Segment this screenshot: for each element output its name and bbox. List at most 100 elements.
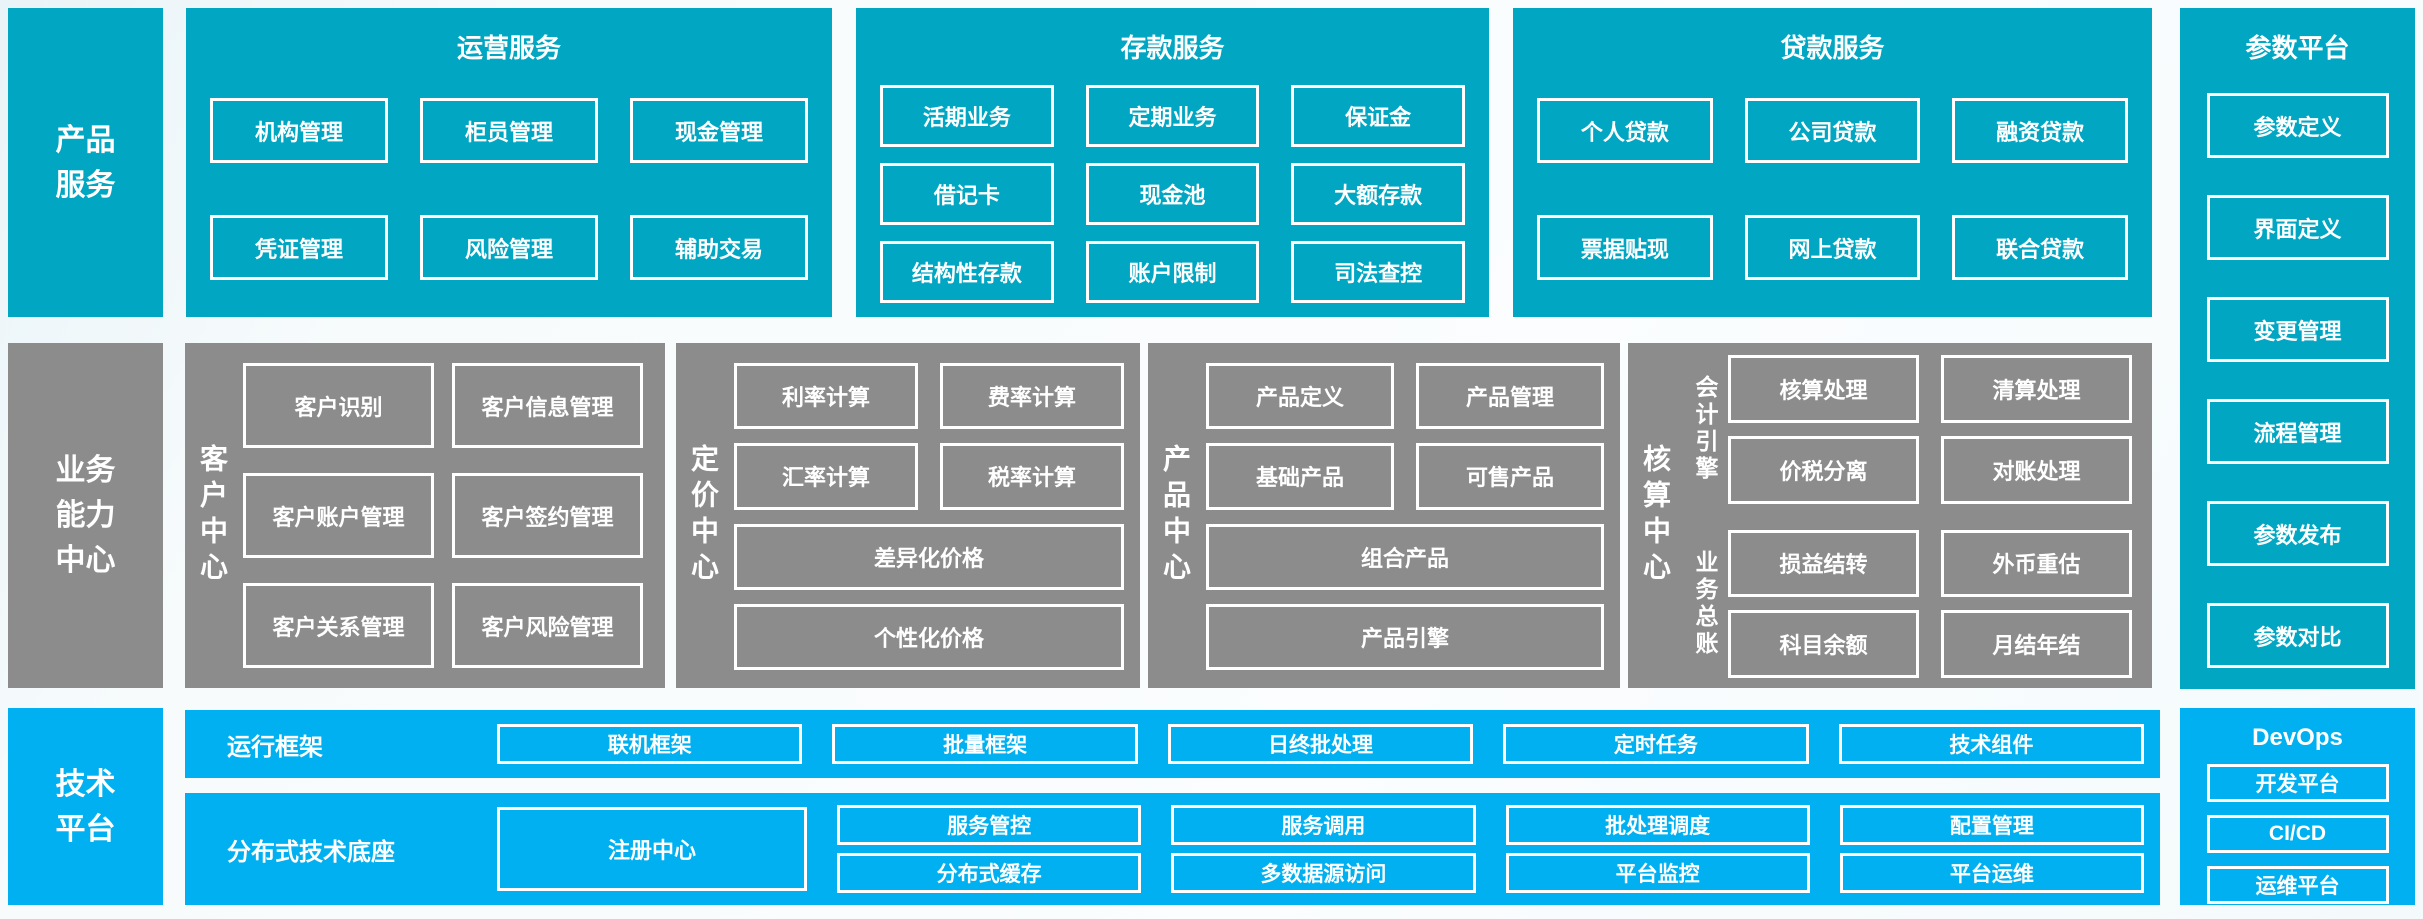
tech-box: 定时任务 <box>1503 724 1809 764</box>
service-box: 柜员管理 <box>420 98 598 163</box>
service-box: 个人贷款 <box>1537 98 1713 163</box>
tech-box: 日终批处理 <box>1167 724 1474 764</box>
capability-box: 基础产品 <box>1206 443 1394 510</box>
group-items: 机构管理 柜员管理 现金管理 凭证管理 风险管理 辅助交易 <box>186 98 832 280</box>
capability-box: 客户风险管理 <box>452 583 643 668</box>
rail-product-services: 产品 服务 <box>8 8 163 317</box>
service-box: 大额存款 <box>1291 163 1465 225</box>
service-box: 公司贷款 <box>1744 98 1921 163</box>
center-product: 产品中心 产品定义 产品管理 基础产品 可售产品 组合产品 产品引擎 <box>1148 343 1620 688</box>
capability-box: 税率计算 <box>940 443 1124 510</box>
center-items: 客户识别 客户信息管理 客户账户管理 客户签约管理 客户关系管理 客户风险管理 <box>239 343 665 688</box>
group-title: 参数平台 <box>2245 33 2350 63</box>
capability-box: 客户信息管理 <box>452 363 643 448</box>
capability-box: 产品管理 <box>1416 363 1604 430</box>
service-box: 活期业务 <box>880 85 1054 147</box>
capability-box-wide: 产品引擎 <box>1206 603 1604 670</box>
rail-tech-platform: 技术 平台 <box>8 708 163 905</box>
subgroup-accounting-engine: 会计引擎 核算处理 清算处理 价税分离 对账处理 <box>1682 355 2132 504</box>
subgroup-title: 会计引擎 <box>1692 375 1718 484</box>
tech-box: 平台运维 <box>1839 853 2144 893</box>
rail-business-capability-center: 业务 能力 中心 <box>8 343 163 688</box>
row-title: 运行框架 <box>227 733 323 761</box>
group-devops: DevOps 开发平台 CI/CD 运维平台 <box>2180 708 2415 905</box>
capability-box-wide: 组合产品 <box>1206 523 1604 590</box>
capability-box: 费率计算 <box>940 363 1124 430</box>
subgroup-items: 损益结转 外币重估 科目余额 月结年结 <box>1728 529 2132 678</box>
group-items: 活期业务 定期业务 保证金 借记卡 现金池 大额存款 结构性存款 账户限制 司法… <box>856 85 1489 303</box>
row-runtime-framework: 运行框架 联机框架 批量框架 日终批处理 定时任务 技术组件 <box>185 710 2160 778</box>
center-items: 会计引擎 核算处理 清算处理 价税分离 对账处理 业务总账 损益结转 外币重估 … <box>1682 343 2152 688</box>
center-accounting: 核算中心 会计引擎 核算处理 清算处理 价税分离 对账处理 业务总账 损益结转 … <box>1628 343 2152 688</box>
capability-box: 汇率计算 <box>734 443 918 510</box>
tech-box: 批量框架 <box>832 724 1138 764</box>
group-title: 存款服务 <box>1120 33 1225 63</box>
center-title: 定价中心 <box>688 443 719 588</box>
service-box: 参数定义 <box>2206 93 2389 158</box>
capability-box: 清算处理 <box>1941 355 2132 423</box>
row-items: 服务管控 服务调用 批处理调度 配置管理 分布式缓存 多数据源访问 平台监控 平… <box>837 805 2144 893</box>
capability-box-wide: 个性化价格 <box>734 603 1124 670</box>
service-box: 保证金 <box>1291 85 1465 147</box>
center-pricing: 定价中心 利率计算 费率计算 汇率计算 税率计算 差异化价格 个性化价格 <box>676 343 1140 688</box>
service-box: 票据贴现 <box>1537 215 1713 280</box>
service-box: 账户限制 <box>1085 241 1260 303</box>
service-box: 机构管理 <box>210 98 388 163</box>
service-box: 网上贷款 <box>1744 215 1921 280</box>
group-deposit-services: 存款服务 活期业务 定期业务 保证金 借记卡 现金池 大额存款 结构性存款 账户… <box>856 8 1489 317</box>
tech-box: 联机框架 <box>497 724 803 764</box>
service-box: 现金管理 <box>630 98 808 163</box>
capability-box: 核算处理 <box>1728 355 1919 423</box>
center-title: 核算中心 <box>1640 443 1671 588</box>
group-title: DevOps <box>2252 724 2343 751</box>
tech-box: 平台监控 <box>1505 853 1810 893</box>
capability-box: 客户关系管理 <box>243 583 434 668</box>
tech-box: 配置管理 <box>1839 805 2144 845</box>
group-title: 运营服务 <box>456 33 561 63</box>
group-operations-services: 运营服务 机构管理 柜员管理 现金管理 凭证管理 风险管理 辅助交易 <box>186 8 832 317</box>
tech-box: 分布式缓存 <box>837 853 1142 893</box>
center-title: 客户中心 <box>197 443 228 588</box>
group-parameter-platform: 参数平台 参数定义 界面定义 变更管理 流程管理 参数发布 参数对比 <box>2180 8 2415 689</box>
service-box: 流程管理 <box>2206 399 2389 464</box>
center-customer: 客户中心 客户识别 客户信息管理 客户账户管理 客户签约管理 客户关系管理 客户… <box>185 343 665 688</box>
capability-box: 客户签约管理 <box>452 473 643 558</box>
subgroup-title: 业务总账 <box>1692 549 1718 658</box>
tech-box: 技术组件 <box>1838 724 2145 764</box>
service-box: 变更管理 <box>2206 297 2389 362</box>
service-box: 定期业务 <box>1085 85 1260 147</box>
tech-box: 服务管控 <box>837 805 1142 845</box>
service-box: 风险管理 <box>420 215 598 280</box>
tech-box: 批处理调度 <box>1505 805 1810 845</box>
capability-box: 客户账户管理 <box>243 473 434 558</box>
service-box: 融资贷款 <box>1952 98 2128 163</box>
capability-box: 利率计算 <box>734 363 918 430</box>
tech-box-registry-center: 注册中心 <box>497 807 807 891</box>
center-title: 产品中心 <box>1160 443 1191 588</box>
tech-box: 多数据源访问 <box>1171 853 1476 893</box>
service-box: 参数对比 <box>2206 603 2389 668</box>
row-distributed-tech-base: 分布式技术底座 注册中心 服务管控 服务调用 批处理调度 配置管理 分布式缓存 … <box>185 793 2160 905</box>
tech-box: 开发平台 <box>2206 764 2389 802</box>
tech-box: 运维平台 <box>2206 866 2389 904</box>
service-box: 现金池 <box>1085 163 1260 225</box>
group-items: 个人贷款 公司贷款 融资贷款 票据贴现 网上贷款 联合贷款 <box>1513 98 2152 280</box>
capability-box: 可售产品 <box>1416 443 1604 510</box>
group-items: 参数定义 界面定义 变更管理 流程管理 参数发布 参数对比 <box>2180 93 2415 668</box>
subgroup-items: 核算处理 清算处理 价税分离 对账处理 <box>1728 355 2132 504</box>
capability-box: 价税分离 <box>1728 435 1919 504</box>
group-loan-services: 贷款服务 个人贷款 公司贷款 融资贷款 票据贴现 网上贷款 联合贷款 <box>1513 8 2152 317</box>
service-box: 参数发布 <box>2206 501 2389 566</box>
group-items: 开发平台 CI/CD 运维平台 <box>2180 764 2415 904</box>
capability-box: 科目余额 <box>1728 610 1919 678</box>
service-box: 司法查控 <box>1291 241 1465 303</box>
capability-box-wide: 差异化价格 <box>734 523 1124 590</box>
capability-box: 外币重估 <box>1941 529 2132 598</box>
service-box: 界面定义 <box>2206 195 2389 260</box>
service-box: 联合贷款 <box>1952 215 2128 280</box>
capability-box: 对账处理 <box>1941 435 2132 504</box>
center-items: 利率计算 费率计算 汇率计算 税率计算 差异化价格 个性化价格 <box>730 343 1140 688</box>
row-title: 分布式技术底座 <box>227 838 395 866</box>
service-box: 辅助交易 <box>630 215 808 280</box>
